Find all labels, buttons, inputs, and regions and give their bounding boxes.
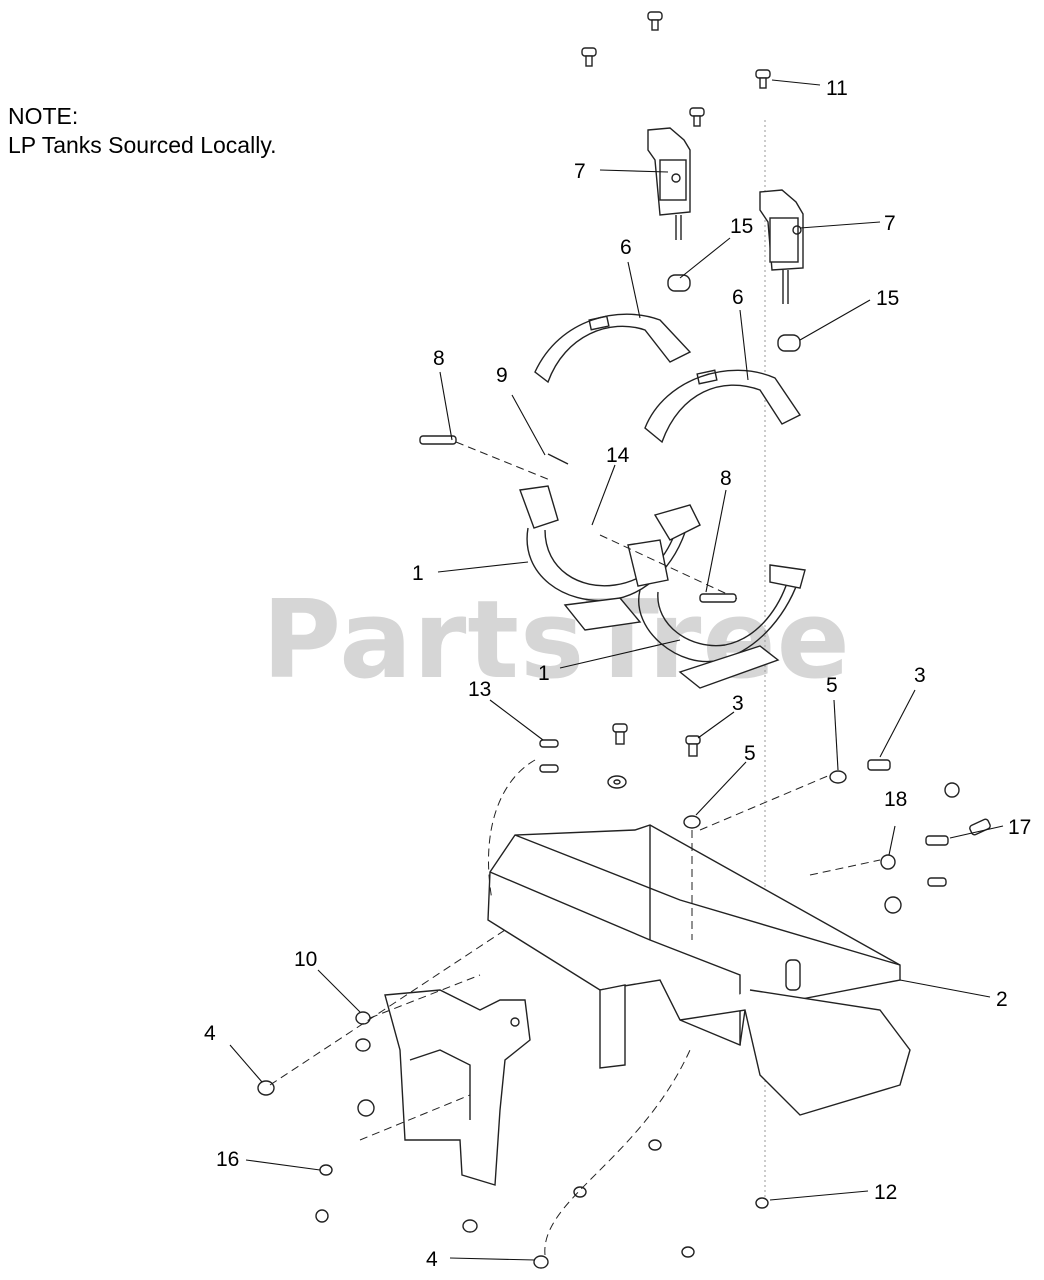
callout-13: 13 — [468, 678, 491, 701]
bolt-b — [685, 735, 701, 757]
path-5 — [699, 774, 831, 831]
note-block: NOTE: LP Tanks Sourced Locally. — [8, 102, 277, 160]
pin-lower — [699, 593, 737, 603]
clip — [547, 453, 569, 465]
bolt-a — [612, 723, 628, 745]
callout-4-bottom: 4 — [426, 1248, 438, 1271]
clip-16 — [319, 1164, 333, 1176]
nut-12 — [755, 1197, 769, 1209]
nut-bottom-2 — [462, 1219, 478, 1233]
callout-1-right: 1 — [538, 662, 550, 685]
callout-15-right: 15 — [876, 287, 899, 310]
path-13 — [488, 759, 536, 901]
callout-5-lower: 5 — [744, 742, 756, 765]
nut-bottom-1 — [315, 1209, 329, 1223]
washer-c — [829, 770, 847, 784]
bolt-top-1 — [647, 11, 663, 31]
bushing-right — [777, 334, 801, 352]
callout-7-left: 7 — [574, 160, 586, 183]
path-10 — [369, 974, 481, 1019]
callout-11: 11 — [826, 77, 848, 100]
bolt-top-2 — [581, 47, 597, 67]
washer-e — [880, 854, 896, 870]
pin-upper — [419, 435, 457, 445]
path-4b — [544, 1049, 691, 1256]
path-4a — [269, 929, 506, 1086]
nut-bottom-4 — [648, 1139, 662, 1151]
callout-2: 2 — [996, 988, 1008, 1011]
bushing-left — [667, 274, 691, 292]
callout-15-left: 15 — [730, 215, 753, 238]
saddle-left — [519, 485, 691, 631]
bolt-c — [867, 759, 891, 771]
callout-9: 9 — [496, 364, 508, 387]
bolt-e — [925, 835, 949, 846]
callout-3-left: 3 — [732, 692, 744, 715]
callout-17: 17 — [1008, 816, 1031, 839]
callout-8-lower: 8 — [720, 467, 732, 490]
washer-a — [607, 775, 627, 789]
callout-16: 16 — [216, 1148, 239, 1171]
nut-4b — [533, 1255, 549, 1269]
nut-misc — [357, 1099, 375, 1117]
bolt-13 — [539, 739, 559, 773]
note-heading: NOTE: — [8, 103, 79, 129]
callout-14: 14 — [606, 444, 630, 467]
base-tray — [487, 824, 911, 1116]
callout-8-upper: 8 — [433, 347, 445, 370]
nut-10 — [355, 1011, 371, 1052]
bolt-top-3 — [755, 69, 771, 89]
note-text: LP Tanks Sourced Locally. — [8, 132, 277, 158]
mount-bracket — [384, 989, 531, 1186]
nut-4a — [257, 1080, 275, 1096]
strap-lower — [644, 369, 802, 444]
callout-18: 18 — [884, 788, 907, 811]
bolt-top-4 — [689, 107, 705, 127]
strap-upper — [534, 313, 692, 384]
callout-6-upper: 6 — [620, 236, 632, 259]
watermark: PartsTree — [262, 578, 851, 703]
bolt-f — [927, 877, 947, 887]
callout-3-right: 3 — [914, 664, 926, 687]
nut-bottom-3 — [573, 1186, 587, 1198]
bolt-d — [969, 818, 991, 836]
path-18 — [809, 859, 881, 876]
callout-12: 12 — [874, 1181, 897, 1204]
callout-1-left: 1 — [412, 562, 424, 585]
nut-bottom-5 — [681, 1246, 695, 1258]
path-misc — [359, 1094, 471, 1141]
callout-6-lower: 6 — [732, 286, 744, 309]
saddle-right — [627, 504, 806, 689]
washer-d — [944, 782, 960, 798]
callout-7-right: 7 — [884, 212, 896, 235]
latch-left — [647, 127, 691, 240]
pin-upper-path — [455, 441, 551, 481]
washer-b — [683, 815, 701, 829]
callout-5-upper: 5 — [826, 674, 838, 697]
callout-4-left: 4 — [204, 1022, 216, 1045]
callout-10: 10 — [294, 948, 317, 971]
washer-f — [884, 896, 902, 914]
latch-right — [759, 189, 804, 304]
